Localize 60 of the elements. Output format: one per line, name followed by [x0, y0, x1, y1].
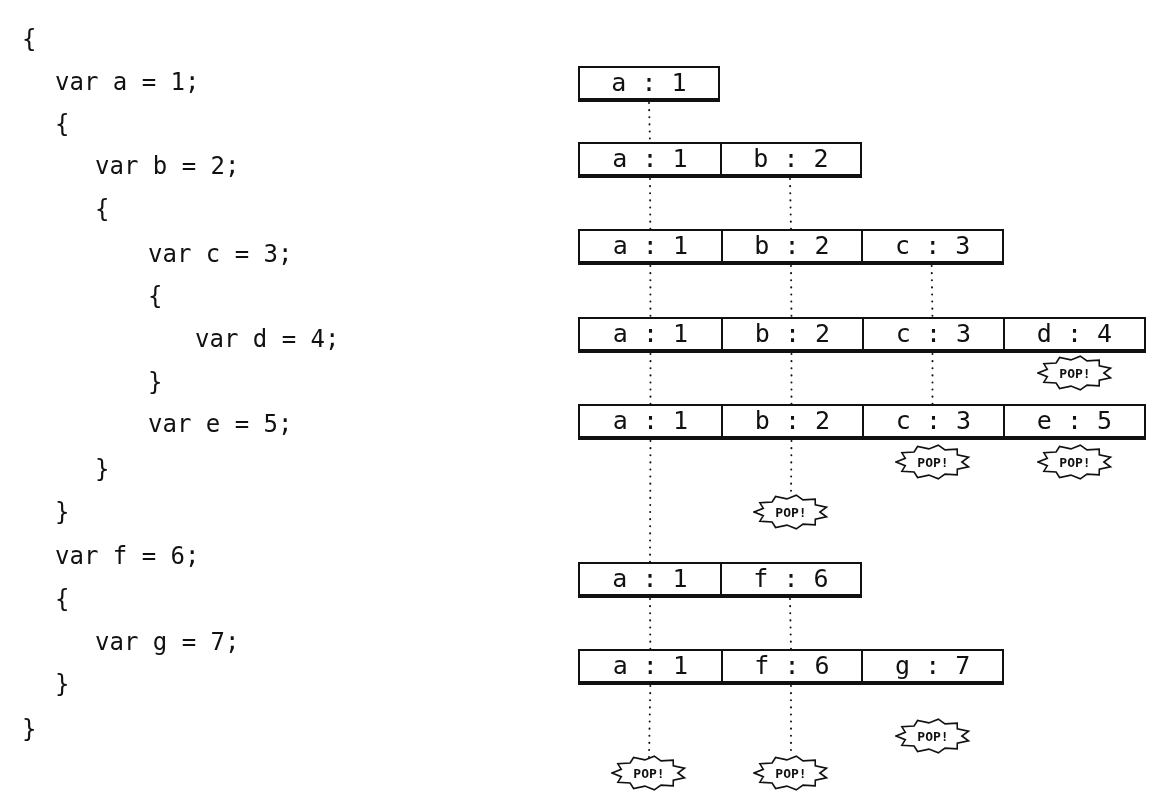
- dotted-connector: [930, 265, 934, 319]
- dotted-connector: [790, 353, 793, 406]
- dotted-connector: [649, 598, 652, 651]
- variable-entry: e : 5: [1003, 406, 1144, 436]
- variable-entry: a : 1: [580, 651, 721, 681]
- stack-frame: [578, 649, 1004, 685]
- pop-burst: POP!: [1037, 444, 1113, 480]
- variable-entry: a : 1: [580, 144, 720, 174]
- code-line: var d = 4;: [195, 325, 340, 353]
- pop-burst: POP!: [753, 755, 829, 791]
- code-line: var g = 7;: [95, 628, 240, 656]
- variable-entry: g : 7: [861, 651, 1002, 681]
- dotted-connector: [649, 178, 652, 231]
- variable-entry: a : 1: [580, 319, 721, 349]
- variable-entry: a : 1: [580, 231, 721, 261]
- code-line: }: [55, 670, 70, 698]
- code-line: {: [95, 195, 110, 223]
- pop-burst: POP!: [895, 718, 971, 754]
- code-line: }: [148, 368, 163, 396]
- variable-entry: d : 4: [1003, 319, 1144, 349]
- variable-entry: b : 2: [720, 231, 862, 261]
- dotted-connector: [789, 598, 792, 651]
- dotted-connector: [789, 178, 792, 231]
- variable-entry: f : 6: [720, 564, 860, 594]
- variable-entry: a : 1: [580, 564, 720, 594]
- dotted-connector: [649, 440, 652, 564]
- code-line: }: [22, 715, 37, 743]
- variable-entry: a : 1: [580, 68, 718, 98]
- stack-frame: [578, 404, 1146, 440]
- pop-burst: POP!: [1037, 355, 1113, 391]
- pop-burst: POP!: [895, 444, 971, 480]
- code-line: {: [55, 585, 70, 613]
- stack-frame: [578, 317, 1146, 353]
- variable-entry: b : 2: [721, 319, 862, 349]
- code-line: {: [148, 282, 163, 310]
- code-line: var f = 6;: [55, 542, 200, 570]
- stack-frame: [578, 229, 1004, 265]
- dotted-connector: [790, 265, 793, 319]
- dotted-connector: [649, 353, 652, 406]
- variable-entry: c : 3: [862, 319, 1003, 349]
- variable-entry: c : 3: [861, 231, 1002, 261]
- variable-entry: f : 6: [720, 651, 862, 681]
- code-line: var b = 2;: [95, 152, 240, 180]
- code-line: }: [55, 498, 70, 526]
- variable-entry: a : 1: [580, 406, 721, 436]
- code-line: }: [95, 455, 110, 483]
- pop-burst: POP!: [753, 494, 829, 530]
- code-line: var c = 3;: [148, 240, 293, 268]
- variable-entry: b : 2: [720, 144, 860, 174]
- stack-frame: [578, 142, 862, 178]
- stack-frame: [578, 562, 862, 598]
- code-line: {: [22, 25, 37, 53]
- code-line: {: [55, 110, 70, 138]
- pop-burst: POP!: [611, 755, 687, 791]
- dotted-connector: [931, 353, 934, 406]
- code-line: var a = 1;: [55, 68, 200, 96]
- variable-entry: c : 3: [862, 406, 1003, 436]
- dotted-connector: [649, 265, 652, 319]
- variable-entry: b : 2: [721, 406, 862, 436]
- code-line: var e = 5;: [148, 410, 293, 438]
